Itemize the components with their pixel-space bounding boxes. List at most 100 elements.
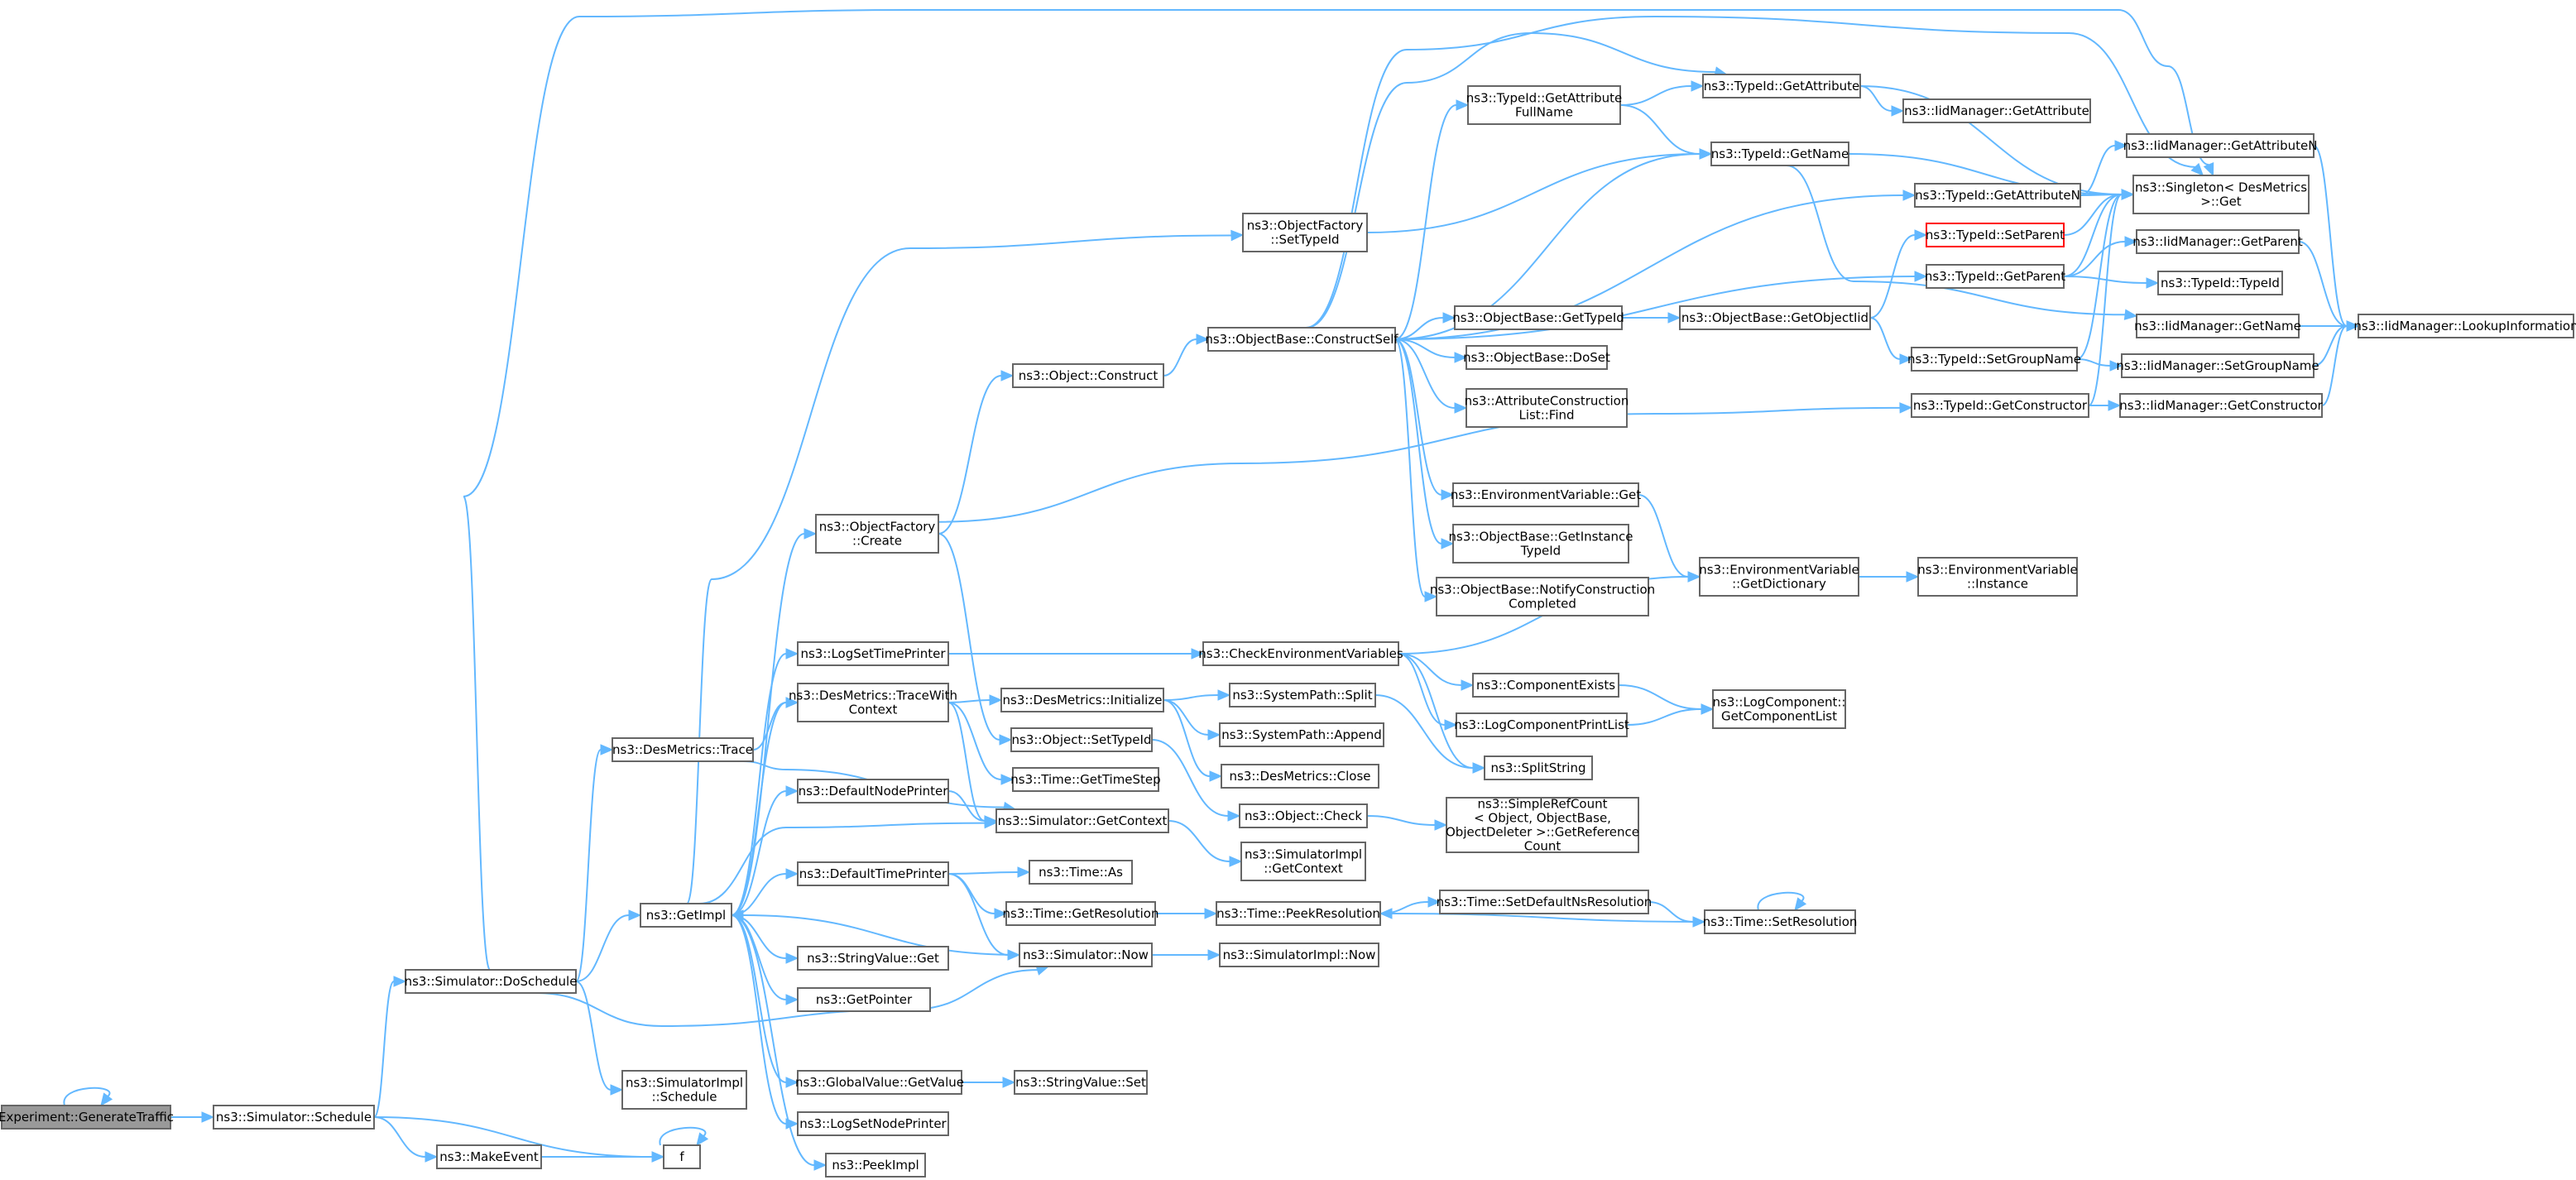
node-box[interactable] (1012, 363, 1164, 388)
node-deftimeprinter[interactable]: ns3::DefaultTimePrinter (797, 861, 949, 886)
node-doset[interactable]: ns3::ObjectBase::DoSet (1463, 345, 1610, 370)
node-stringvalueget[interactable]: ns3::StringValue::Get (797, 946, 949, 971)
node-box[interactable] (1456, 712, 1628, 737)
node-objfcreate[interactable]: ns3::ObjectFactory::Create (815, 514, 939, 554)
node-box[interactable] (1699, 557, 1859, 597)
node-box[interactable] (1014, 1070, 1148, 1095)
node-box[interactable] (213, 1105, 375, 1130)
node-envdict[interactable]: ns3::EnvironmentVariable::GetDictionary (1699, 557, 1859, 597)
node-box[interactable] (1452, 524, 1629, 564)
node-box[interactable] (2132, 175, 2310, 214)
node-f[interactable]: f (663, 1144, 701, 1169)
node-objsettypeid[interactable]: ns3::Object::SetTypeId (1010, 727, 1153, 752)
node-box[interactable] (815, 514, 939, 554)
node-box[interactable] (405, 969, 577, 994)
node-setdefns[interactable]: ns3::Time::SetDefaultNsResolution (1437, 890, 1653, 914)
node-getobjtid[interactable]: ns3::ObjectBase::GetObjectIid (1679, 305, 1871, 330)
node-box[interactable] (797, 1111, 949, 1136)
node-box[interactable] (612, 737, 754, 762)
node-box[interactable] (2119, 393, 2323, 418)
node-box[interactable] (1472, 673, 1619, 698)
node-box[interactable] (1010, 727, 1153, 752)
node-box[interactable] (1439, 890, 1649, 914)
node-box[interactable] (797, 946, 949, 971)
node-implnow[interactable]: ns3::SimulatorImpl::Now (1219, 943, 1379, 967)
node-box[interactable] (1704, 909, 1856, 934)
node-timegetres[interactable]: ns3::Time::GetResolution (1003, 901, 1159, 926)
node-box[interactable] (2126, 133, 2315, 158)
node-box[interactable] (1914, 183, 2081, 208)
node-box[interactable] (1902, 98, 2091, 123)
node-constructself[interactable]: ns3::ObjectBase::ConstructSelf (1205, 327, 1398, 352)
node-gettypeidob[interactable]: ns3::ObjectBase::GetTypeId (1452, 305, 1624, 330)
node-globalvalueget[interactable]: ns3::GlobalValue::GetValue (795, 1070, 964, 1095)
node-box[interactable] (1446, 797, 1639, 853)
node-box[interactable] (2121, 353, 2315, 378)
node-box[interactable] (1202, 641, 1399, 666)
node-getconstructor[interactable]: ns3::TypeId::GetConstructor (1911, 393, 2089, 418)
node-box[interactable] (1000, 688, 1164, 712)
node-box[interactable] (436, 1144, 542, 1169)
node-iidsetgroup[interactable]: ns3::IidManager::SetGroupName (2116, 353, 2319, 378)
node-box[interactable] (1242, 213, 1368, 252)
node-box[interactable] (2136, 314, 2300, 338)
node-box[interactable] (2136, 229, 2300, 254)
node-getcomplist[interactable]: ns3::LogComponent::GetComponentList (1712, 689, 1846, 729)
node-notifycc[interactable]: ns3::ObjectBase::NotifyConstructionCompl… (1430, 577, 1655, 616)
node-peekimpl[interactable]: ns3::PeekImpl (825, 1153, 926, 1178)
node-singleton[interactable]: ns3::Singleton< DesMetrics>::Get (2132, 175, 2310, 214)
node-sched[interactable]: ns3::Simulator::Schedule (213, 1105, 375, 1130)
node-envget[interactable]: ns3::EnvironmentVariable::Get (1451, 482, 1641, 507)
node-box[interactable] (797, 641, 949, 666)
node-box[interactable] (1679, 305, 1871, 330)
node-box[interactable] (1911, 393, 2089, 418)
node-box[interactable] (1710, 142, 1849, 166)
node-box[interactable] (1207, 327, 1396, 352)
node-lookupinfo[interactable]: ns3::IidManager::LookupInformation (2353, 314, 2576, 338)
node-box[interactable] (825, 1153, 926, 1178)
node-box[interactable] (1484, 755, 1593, 780)
node-destrace[interactable]: ns3::DesMetrics::Trace (612, 737, 754, 762)
node-simimplsched[interactable]: ns3::SimulatorImpl::Schedule (621, 1070, 747, 1110)
node-getparent[interactable]: ns3::TypeId::GetParent (1925, 264, 2065, 289)
node-root[interactable]: Experiment::GenerateTraffic (0, 1105, 174, 1130)
node-box[interactable] (1019, 943, 1153, 967)
node-setparent[interactable]: ns3::TypeId::SetParent (1926, 223, 2065, 247)
node-desclose[interactable]: ns3::DesMetrics::Close (1221, 764, 1379, 789)
node-box[interactable] (1465, 388, 1628, 428)
node-box[interactable] (1219, 722, 1384, 747)
node-strvalset[interactable]: ns3::StringValue::Set (1014, 1070, 1148, 1095)
node-box[interactable] (1917, 557, 2078, 597)
node-box[interactable] (640, 903, 732, 928)
node-iidgetname[interactable]: ns3::IidManager::GetName (2134, 314, 2301, 338)
node-timesetres[interactable]: ns3::Time::SetResolution (1703, 909, 1858, 934)
node-splitstring[interactable]: ns3::SplitString (1484, 755, 1593, 780)
node-objfsettypeid[interactable]: ns3::ObjectFactory::SetTypeId (1242, 213, 1368, 252)
node-box[interactable] (797, 1070, 962, 1095)
node-objconstruct[interactable]: ns3::Object::Construct (1012, 363, 1164, 388)
node-dosched[interactable]: ns3::Simulator::DoSchedule (405, 969, 578, 994)
node-setgroupname[interactable]: ns3::TypeId::SetGroupName (1907, 347, 2081, 372)
node-box[interactable] (1452, 482, 1639, 507)
node-peekres[interactable]: ns3::Time::PeekResolution (1216, 901, 1381, 926)
node-box[interactable] (1012, 767, 1159, 792)
node-getattrn[interactable]: ns3::TypeId::GetAttributeN (1914, 183, 2081, 208)
node-getattr[interactable]: ns3::TypeId::GetAttribute (1702, 74, 1861, 98)
node-defnodeprinter[interactable]: ns3::DefaultNodePrinter (797, 779, 949, 803)
node-box[interactable] (1926, 223, 2065, 247)
node-box[interactable] (1467, 85, 1621, 125)
node-box[interactable] (1239, 803, 1368, 828)
node-box[interactable] (797, 779, 949, 803)
node-box[interactable] (1702, 74, 1861, 98)
node-box[interactable] (1219, 943, 1379, 967)
node-objcheck[interactable]: ns3::Object::Check (1239, 803, 1368, 828)
node-timestep[interactable]: ns3::Time::GetTimeStep (1010, 767, 1161, 792)
node-box[interactable] (621, 1070, 747, 1110)
node-box[interactable] (797, 861, 949, 886)
node-box[interactable] (1216, 901, 1381, 926)
node-getimpl[interactable]: ns3::GetImpl (640, 903, 732, 928)
node-box[interactable] (1436, 577, 1649, 616)
node-simgetctx[interactable]: ns3::Simulator::GetContext (995, 808, 1169, 833)
